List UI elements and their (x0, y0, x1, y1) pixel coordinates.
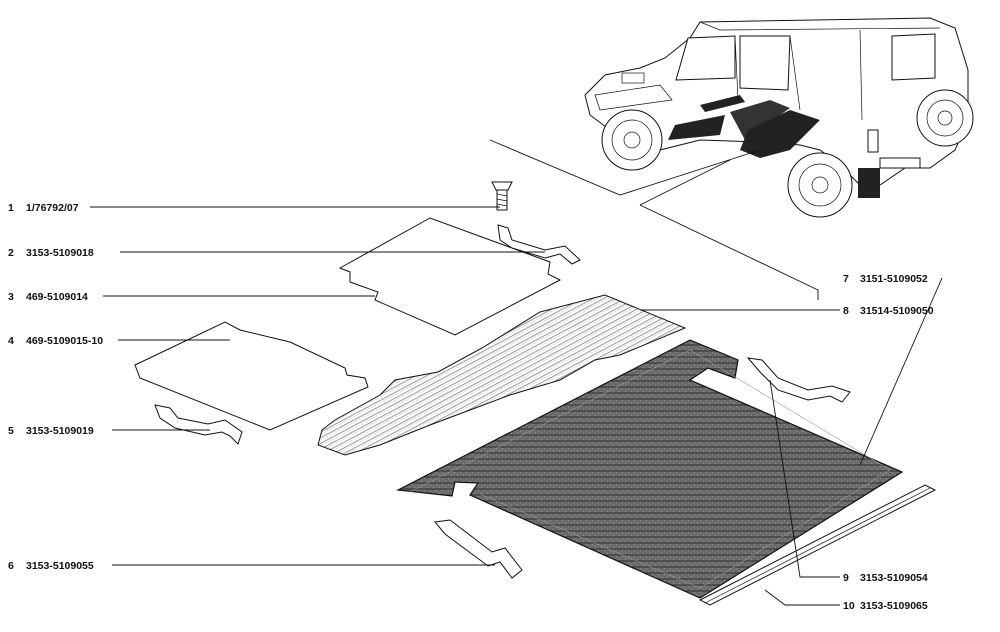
callout-8: 8 31514-5109050 (843, 305, 934, 317)
part-code: 1/76792/07 (26, 202, 79, 214)
callout-1: 1 1/76792/07 (8, 202, 79, 214)
part-code: 31514-5109050 (860, 305, 934, 317)
part-code: 3153-5109065 (860, 600, 928, 612)
callout-number: 6 (8, 560, 14, 572)
zoom-line-right (639, 204, 819, 300)
callout-number: 8 (843, 305, 849, 317)
bracket-part-5 (154, 404, 243, 445)
callout-number: 7 (843, 273, 849, 285)
ribbed-mat-part-8 (317, 294, 687, 456)
callout-number: 10 (843, 600, 855, 612)
callout-10: 10 3153-5109065 (843, 600, 928, 612)
callout-number: 3 (8, 291, 14, 303)
callout-2: 2 3153-5109018 (8, 247, 94, 259)
callout-number: 9 (843, 572, 849, 584)
callout-6: 6 3153-5109055 (8, 560, 94, 572)
callout-number: 2 (8, 247, 14, 259)
part-code: 3151-5109052 (860, 273, 928, 285)
callout-9: 9 3153-5109054 (843, 572, 928, 584)
callout-number: 1 (8, 202, 14, 214)
callout-7: 7 3151-5109052 (843, 273, 928, 285)
bracket-part-2 (497, 224, 581, 265)
zoom-line-upper (489, 139, 761, 196)
mat-part-3 (338, 217, 562, 336)
part-code: 3153-5109018 (26, 247, 94, 259)
zoom-line-lower (639, 159, 731, 206)
part-code: 3153-5109019 (26, 425, 94, 437)
sill-strip-part-10 (698, 484, 937, 606)
callout-4: 4 469-5109015-10 (8, 335, 103, 347)
mat-part-4 (134, 321, 369, 431)
callout-number: 4 (8, 335, 14, 347)
part-code: 469-5109014 (26, 291, 88, 303)
part-code: 3153-5109054 (860, 572, 928, 584)
mat-part-7 (395, 339, 904, 599)
callout-3: 3 469-5109014 (8, 291, 88, 303)
part-code: 3153-5109055 (26, 560, 94, 572)
bracket-part-6 (434, 519, 523, 579)
leader-lines (90, 206, 943, 606)
callout-5: 5 3153-5109019 (8, 425, 94, 437)
screw-part (491, 181, 513, 211)
vehicle-illustration (584, 17, 974, 218)
part-code: 469-5109015-10 (26, 335, 103, 347)
bracket-part-9 (746, 357, 851, 403)
callout-number: 5 (8, 425, 14, 437)
